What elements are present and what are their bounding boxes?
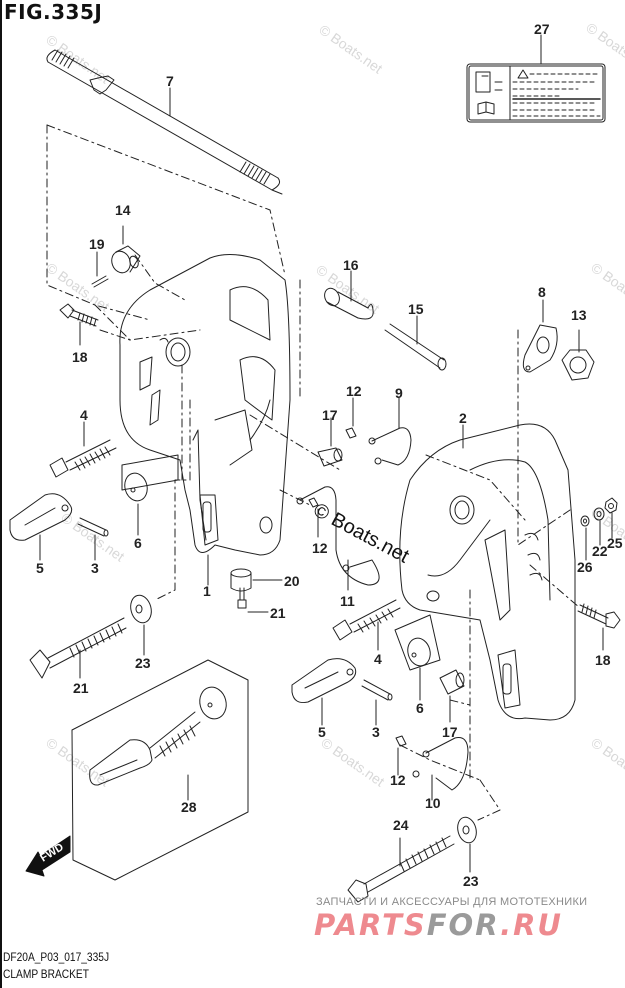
washer-26 xyxy=(580,515,590,561)
callout-12[interactable]: 12 xyxy=(390,772,406,788)
shop-logo-parts: PARTS xyxy=(314,908,427,942)
watermark: © Boats.net xyxy=(588,259,625,314)
clamp-bracket-1 xyxy=(119,254,291,586)
stopper-17-right xyxy=(439,669,465,723)
clamp-bracket-2 xyxy=(399,423,576,721)
callout-8[interactable]: 8 xyxy=(538,284,546,300)
callout-12[interactable]: 12 xyxy=(346,383,362,399)
callout-5[interactable]: 5 xyxy=(318,724,326,740)
figure-title: FIG.335J xyxy=(4,0,103,24)
plate-8 xyxy=(522,299,558,373)
callout-9[interactable]: 9 xyxy=(395,385,403,401)
ground-wire-9 xyxy=(368,397,412,466)
handle-5-left xyxy=(9,493,73,561)
shop-tagline: ЗАПЧАСТИ И АКСЕССУАРЫ ДЛЯ МОТОТЕХНИКИ xyxy=(316,896,588,908)
callout-27[interactable]: 27 xyxy=(534,21,550,37)
bolt-18-left xyxy=(59,303,99,346)
figure-code: DF20A_P03_017_335J xyxy=(3,950,110,964)
bolt-21-long xyxy=(29,617,127,679)
callout-3[interactable]: 3 xyxy=(91,560,99,576)
callout-19[interactable]: 19 xyxy=(89,236,105,252)
watermark: © Boats.net xyxy=(43,734,112,789)
callout-4[interactable]: 4 xyxy=(374,651,382,667)
callout-22[interactable]: 22 xyxy=(592,543,608,559)
pin-3-left xyxy=(77,517,109,561)
callout-21[interactable]: 21 xyxy=(73,680,89,696)
callout-26[interactable]: 26 xyxy=(577,559,593,575)
washer-23-right xyxy=(457,816,477,873)
watermark: © Boats.net xyxy=(316,21,385,76)
stopper-17-top xyxy=(317,417,343,467)
pin-3-right xyxy=(361,679,393,726)
callout-3[interactable]: 3 xyxy=(372,724,380,740)
bolt-24 xyxy=(347,835,455,903)
nut-25 xyxy=(604,497,618,539)
left-border xyxy=(0,0,2,988)
callout-15[interactable]: 15 xyxy=(408,301,424,317)
callout-17[interactable]: 17 xyxy=(322,407,338,423)
clamp-shaft-7 xyxy=(46,49,283,195)
bolt-21-small xyxy=(237,587,269,613)
bushing-14 xyxy=(111,225,141,274)
callout-1[interactable]: 1 xyxy=(203,583,211,599)
cushion-20 xyxy=(230,568,283,592)
callout-24[interactable]: 24 xyxy=(393,817,409,833)
ground-wire-10 xyxy=(412,737,469,801)
warning-label-27 xyxy=(466,34,606,123)
watermark: © Boats.net xyxy=(58,509,127,564)
callout-21[interactable]: 21 xyxy=(270,605,286,621)
bushing-16 xyxy=(324,270,374,320)
callout-7[interactable]: 7 xyxy=(166,73,174,89)
screw-12-top xyxy=(345,397,357,439)
ground-wire-11 xyxy=(296,486,380,591)
callout-10[interactable]: 10 xyxy=(425,795,441,811)
callout-13[interactable]: 13 xyxy=(571,307,587,323)
assembly-guide-lines xyxy=(46,124,581,821)
callout-20[interactable]: 20 xyxy=(284,573,300,589)
bolt-18-right xyxy=(577,603,621,651)
callout-labels: 27 7 14 19 18 16 15 8 13 12 9 17 2 4 6 5… xyxy=(36,21,623,889)
nut-13 xyxy=(561,329,595,381)
callout-11[interactable]: 11 xyxy=(340,593,355,609)
shop-logo[interactable]: PARTSFOR.RU xyxy=(314,908,563,942)
callout-23[interactable]: 23 xyxy=(135,655,151,671)
watermark: © Boats.net xyxy=(43,259,112,314)
callout-4[interactable]: 4 xyxy=(80,407,88,423)
clamp-screw-4-left xyxy=(49,421,117,478)
washer-22 xyxy=(593,507,605,546)
washer-23-left xyxy=(130,594,152,656)
screw-12-middle xyxy=(308,497,319,538)
shop-logo-for: FOR xyxy=(426,908,501,942)
watermark: © Boats.net xyxy=(43,31,112,86)
forward-arrow-icon xyxy=(25,835,71,877)
pad-6-left xyxy=(124,472,148,536)
screw-12-bottom xyxy=(395,735,407,776)
watermark-bold: © Boats.net xyxy=(310,499,413,568)
figure-name: CLAMP BRACKET xyxy=(3,967,89,981)
callout-6[interactable]: 6 xyxy=(134,535,142,551)
callout-2[interactable]: 2 xyxy=(459,410,467,426)
callout-23[interactable]: 23 xyxy=(463,873,479,889)
callout-28[interactable]: 28 xyxy=(181,799,197,815)
callout-14[interactable]: 14 xyxy=(115,202,131,218)
callout-18[interactable]: 18 xyxy=(72,349,88,365)
callout-12[interactable]: 12 xyxy=(312,540,328,556)
callout-5[interactable]: 5 xyxy=(36,560,44,576)
callout-16[interactable]: 16 xyxy=(343,257,359,273)
handle-5-right xyxy=(291,658,357,726)
pin-19 xyxy=(91,251,109,288)
watermark: © Boats.net xyxy=(588,734,625,789)
shop-logo-ru: .RU xyxy=(500,908,563,942)
clamp-screw-4-right xyxy=(332,599,401,651)
pin-15 xyxy=(384,315,447,371)
callout-18[interactable]: 18 xyxy=(595,652,611,668)
pad-6-right xyxy=(407,637,431,701)
callout-25[interactable]: 25 xyxy=(607,535,623,551)
callout-6[interactable]: 6 xyxy=(416,700,424,716)
callout-17[interactable]: 17 xyxy=(442,724,458,740)
clamp-screw-kit-28 xyxy=(71,659,249,881)
watermark: © Boats.net xyxy=(318,734,387,789)
